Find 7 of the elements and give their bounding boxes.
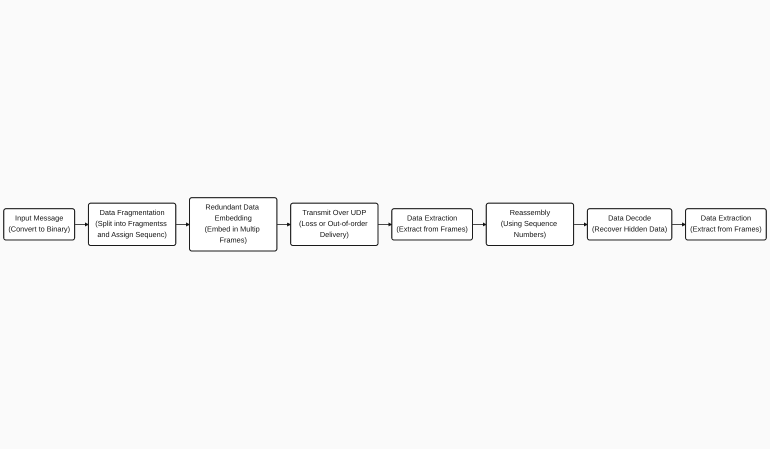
arrow — [276, 222, 292, 227]
arrow — [176, 222, 190, 227]
arrow — [573, 222, 588, 227]
arrow — [672, 222, 686, 227]
arrow — [378, 222, 392, 227]
arrow — [472, 222, 487, 227]
arrow — [74, 222, 89, 227]
